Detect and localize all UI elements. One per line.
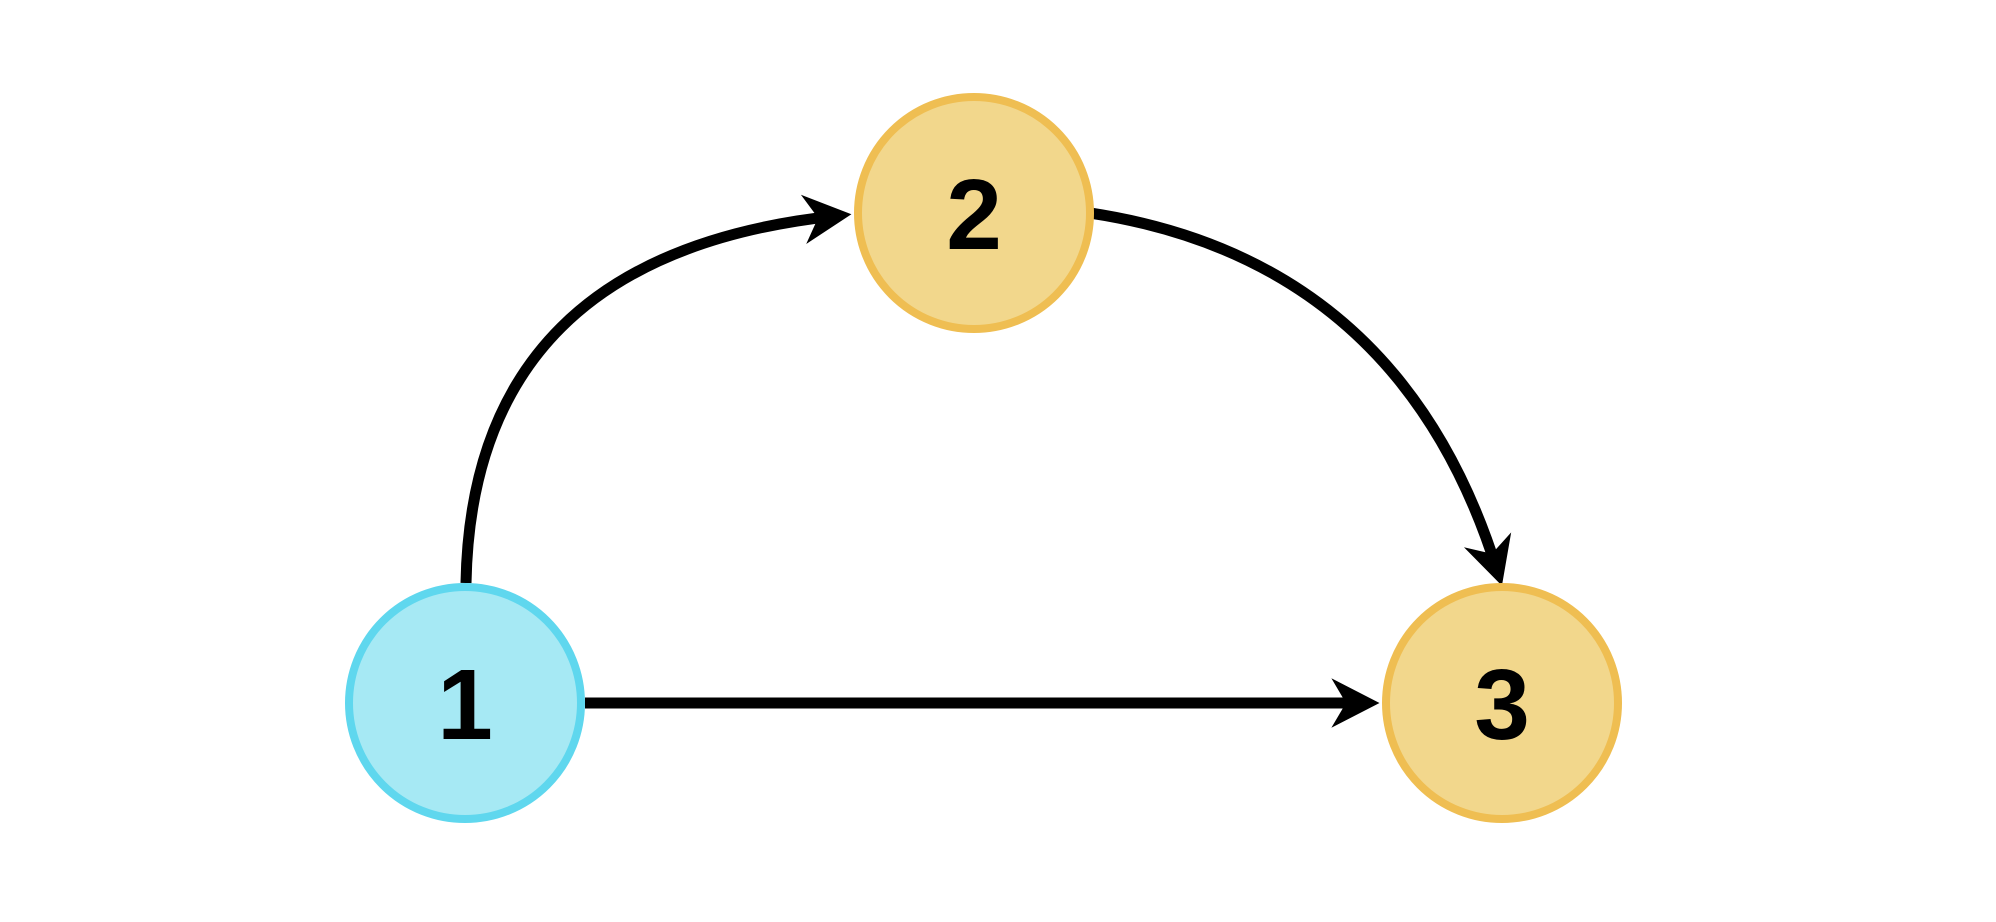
node-3-label: 3 (1474, 649, 1530, 761)
node-1-label: 1 (437, 649, 493, 761)
edge-1-2 (460, 194, 852, 584)
graph-node-1: 1 (345, 583, 585, 823)
edges-layer (460, 194, 1512, 728)
node-1-circle (345, 583, 585, 823)
node-2-circle (854, 93, 1094, 333)
graph-node-3: 3 (1382, 583, 1622, 823)
graph-node-2: 2 (854, 93, 1094, 333)
nodes-layer: 1 2 3 (345, 93, 1622, 823)
edge-2-3 (1089, 207, 1512, 586)
node-2-label: 2 (946, 159, 1002, 271)
node-3-circle (1382, 583, 1622, 823)
